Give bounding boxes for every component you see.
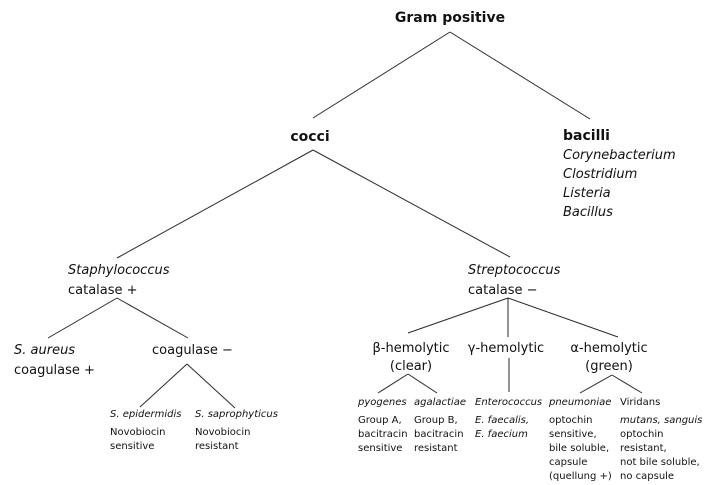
node-s-saprophyticus: S. saprophyticus Novobiocin resistant	[195, 408, 278, 454]
agalactiae-detail: bacitracin	[414, 429, 464, 440]
node-alpha-hemolytic: α-hemolytic (green)	[570, 340, 647, 376]
node-s-aureus: S. aureus coagulase +	[14, 341, 95, 381]
node-coagulase-negative: coagulase −	[152, 343, 233, 358]
pneumoniae-name: pneumoniae	[549, 397, 612, 408]
pyogenes-detail: Group A,	[358, 415, 402, 426]
node-s-epidermidis: S. epidermidis Novobiocin sensitive	[110, 408, 181, 454]
edge-staph-coagulase-negative	[116, 297, 189, 339]
agalactiae-detail: resistant	[414, 443, 458, 454]
s-epidermidis-detail: sensitive	[110, 441, 155, 452]
alpha-hemolytic-label: α-hemolytic	[570, 341, 648, 356]
pneumoniae-detail: sensitive,	[549, 429, 597, 440]
node-gram-positive: Gram positive	[394, 10, 506, 26]
edge-root-bacilli	[449, 31, 591, 120]
pneumoniae-detail: capsule	[549, 457, 588, 468]
node-streptococcus: Streptococcus catalase −	[468, 261, 560, 301]
edge-alpha-pneumoniae	[579, 374, 613, 394]
edge-root-cocci	[312, 31, 451, 119]
staphylococcus-test: catalase +	[68, 283, 138, 298]
pyogenes-name: pyogenes	[358, 397, 407, 408]
node-beta-hemolytic: β-hemolytic (clear)	[372, 340, 449, 376]
alpha-hemolytic-sublabel: (green)	[585, 359, 633, 374]
staphylococcus-name: Staphylococcus	[68, 263, 170, 278]
s-aureus-name: S. aureus	[14, 343, 76, 358]
bacilli-genus: Bacillus	[563, 205, 613, 220]
viridans-detail: optochin	[620, 429, 664, 440]
agalactiae-name: agalactiae	[414, 397, 466, 408]
beta-hemolytic-sublabel: (clear)	[389, 359, 433, 374]
edge-beta-agalactiae	[407, 373, 438, 394]
streptococcus-name: Streptococcus	[468, 263, 561, 278]
bacilli-label: bacilli	[563, 128, 610, 144]
edge-beta-pyogenes	[377, 373, 409, 394]
s-epidermidis-name: S. epidermidis	[110, 409, 182, 420]
node-agalactiae: agalactiae Group B, bacitracin resistant	[414, 396, 466, 456]
s-epidermidis-detail: Novobiocin	[110, 427, 166, 438]
pneumoniae-detail: (quellung +)	[549, 471, 612, 482]
viridans-species: mutans, sanguis	[620, 415, 703, 426]
bacilli-genus: Listeria	[563, 186, 611, 201]
viridans-name: Viridans	[620, 397, 661, 408]
edge-alpha-viridans	[611, 374, 643, 394]
node-pneumoniae: pneumoniae optochin sensitive, bile solu…	[549, 396, 612, 484]
s-saprophyticus-name: S. saprophyticus	[195, 409, 278, 420]
viridans-detail: not bile soluble,	[620, 457, 700, 468]
s-saprophyticus-detail: Novobiocin	[195, 427, 251, 438]
pneumoniae-detail: bile soluble,	[549, 443, 610, 454]
bacilli-genus: Clostridium	[563, 167, 638, 182]
edge-cocci-streptococcus	[312, 149, 511, 258]
s-aureus-test: coagulase +	[14, 363, 95, 378]
node-enterococcus: Enterococcus E. faecalis, E. faecium	[475, 396, 542, 442]
agalactiae-detail: Group B,	[414, 415, 458, 426]
edge-strep-alpha	[507, 297, 619, 338]
node-bacilli: bacilli Corynebacterium Clostridium List…	[563, 127, 676, 222]
edge-coagneg-saprophyticus	[186, 363, 236, 409]
node-gamma-hemolytic: γ-hemolytic	[468, 340, 544, 358]
bacilli-genus: Corynebacterium	[563, 148, 676, 163]
edge-coagneg-epidermidis	[139, 363, 188, 408]
pneumoniae-detail: optochin	[549, 415, 593, 426]
viridans-detail: resistant,	[620, 443, 667, 454]
enterococcus-name: Enterococcus	[475, 397, 543, 408]
node-pyogenes: pyogenes Group A, bacitracin sensitive	[358, 396, 408, 456]
viridans-detail: no capsule	[620, 471, 675, 482]
enterococcus-species: E. faecalis,	[475, 415, 530, 426]
edge-strep-beta	[407, 297, 509, 334]
enterococcus-species: E. faecium	[475, 429, 528, 440]
node-viridans: Viridans mutans, sanguis optochin resist…	[620, 396, 702, 484]
edge-staph-aureus	[47, 297, 118, 339]
node-staphylococcus: Staphylococcus catalase +	[68, 261, 169, 301]
edge-cocci-staphylococcus	[116, 149, 314, 259]
gamma-hemolytic-label: γ-hemolytic	[467, 341, 545, 356]
s-saprophyticus-detail: resistant	[195, 441, 239, 452]
node-cocci: cocci	[290, 129, 330, 145]
streptococcus-test: catalase −	[468, 283, 538, 298]
beta-hemolytic-label: β-hemolytic	[372, 341, 450, 356]
pyogenes-detail: bacitracin	[358, 429, 408, 440]
pyogenes-detail: sensitive	[358, 443, 403, 454]
